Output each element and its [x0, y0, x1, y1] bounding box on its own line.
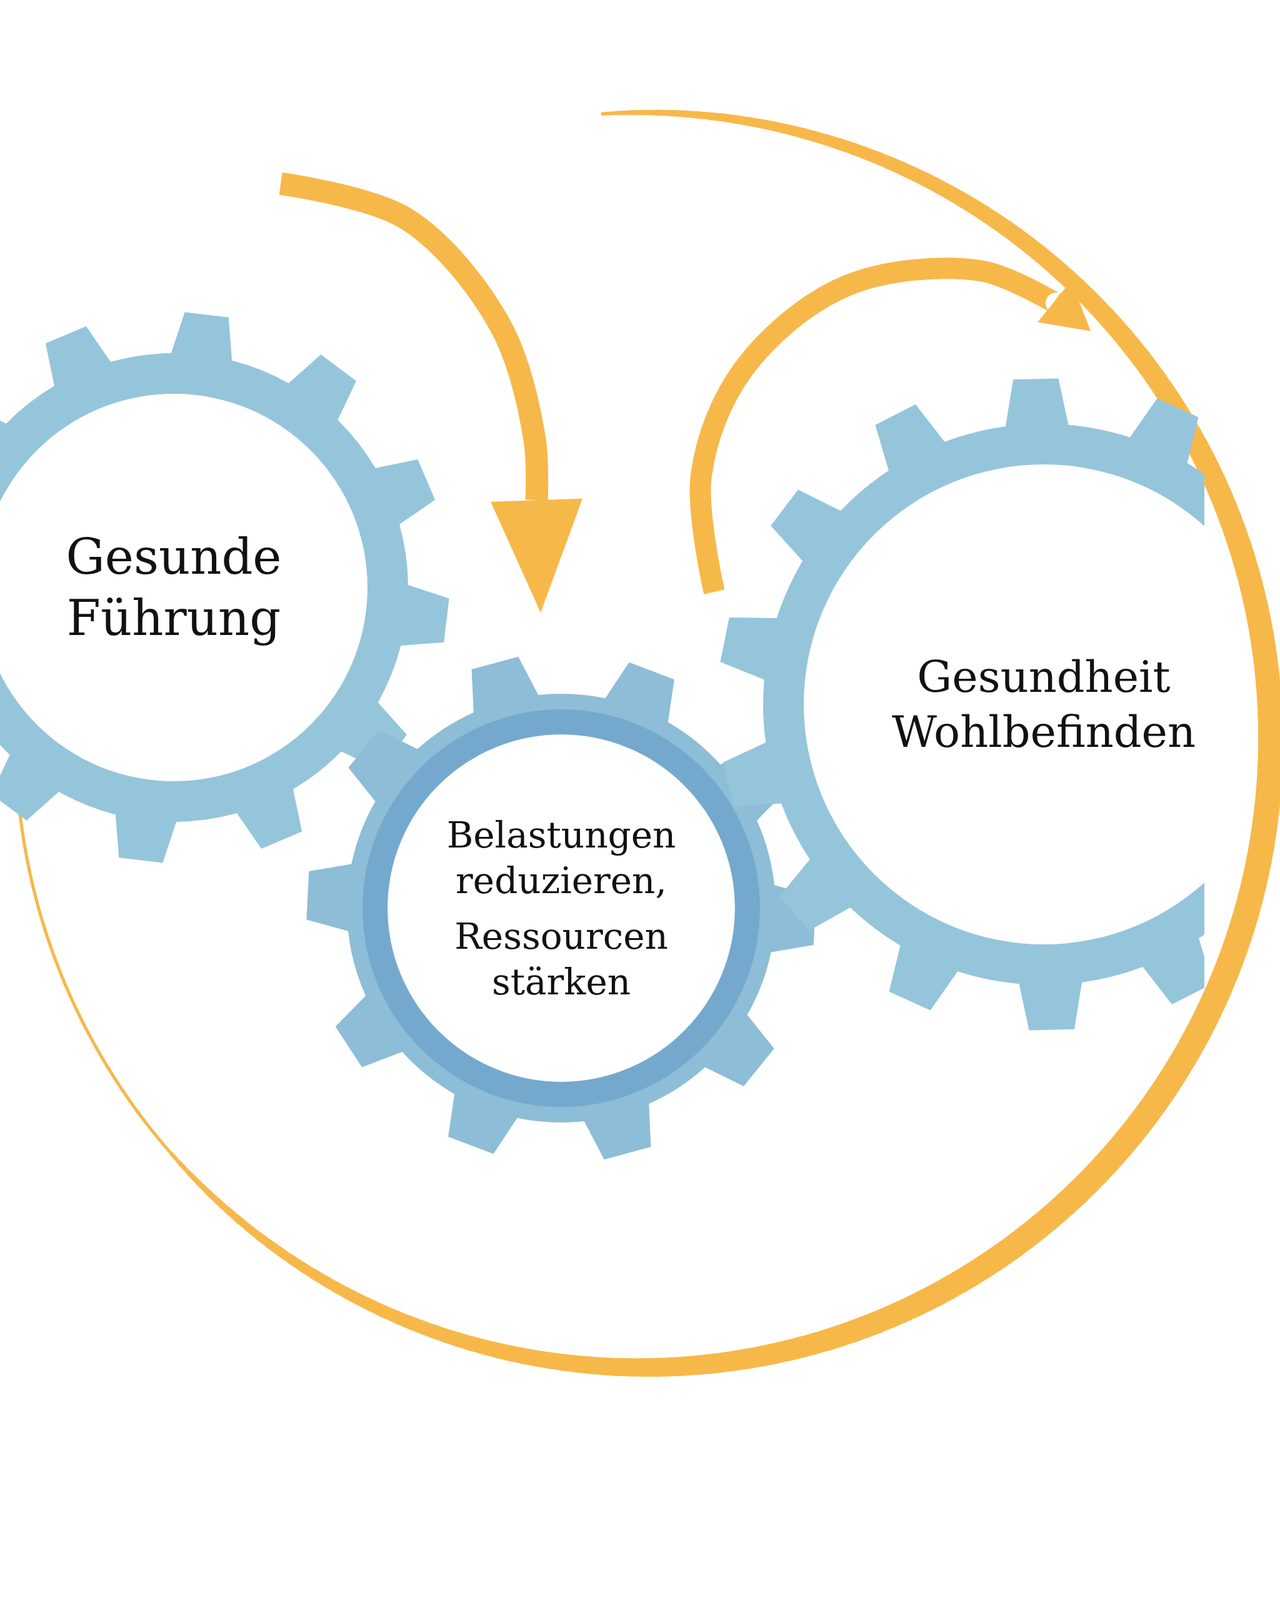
- circle-stroke: [22, 831, 25, 845]
- arrow-head: [1037, 281, 1091, 332]
- gear-label: Belastungen reduzieren,Ressourcen stärke…: [418, 812, 704, 1005]
- circle-stroke: [26, 857, 30, 871]
- gear-shade: [720, 378, 1205, 1031]
- circle-stroke: [42, 922, 47, 935]
- circle-stroke: [153, 1133, 163, 1144]
- gear-node: Belastungen reduzieren,Ressourcen stärke…: [306, 653, 817, 1164]
- gear-label: Gesunde Führung: [0, 526, 349, 649]
- circle-stroke: [60, 972, 65, 985]
- circle-stroke: [24, 844, 27, 858]
- circle-stroke: [145, 1122, 154, 1134]
- circle-stroke: [65, 985, 72, 998]
- circle-stroke: [162, 1143, 172, 1154]
- circle-stroke: [55, 960, 61, 973]
- gear-label: Gesundheit Wohlbefinden: [827, 650, 1260, 760]
- node-text: Belastungen reduzieren,: [418, 812, 704, 904]
- gear-body: [720, 378, 1205, 1031]
- circle-stroke: [76, 1009, 82, 1022]
- circle-stroke: [137, 1111, 146, 1123]
- node-text: Ressourcen stärken: [418, 913, 704, 1005]
- circle-stroke: [70, 996, 77, 1009]
- circle-stroke: [94, 1045, 102, 1057]
- circle-stroke: [130, 1101, 138, 1112]
- circle-stroke: [88, 1033, 95, 1045]
- circle-stroke: [51, 947, 56, 960]
- circle-stroke: [180, 1163, 190, 1174]
- circle-stroke: [108, 1067, 115, 1079]
- gear-node: Gesundheit Wohlbefinden: [717, 378, 1280, 1031]
- arrow-head: [490, 498, 583, 613]
- circle-stroke: [35, 896, 40, 910]
- circle-stroke: [115, 1078, 123, 1090]
- node-text: Gesunde Führung: [0, 526, 349, 649]
- circle-stroke: [46, 935, 52, 948]
- circle-stroke: [171, 1153, 180, 1164]
- gear-body: [306, 656, 816, 1160]
- circle-stroke: [29, 870, 33, 884]
- circle-stroke: [81, 1021, 89, 1034]
- gear-inner-ring: [375, 721, 748, 1095]
- gear-shade: [306, 656, 816, 1160]
- circle-stroke: [32, 883, 36, 897]
- circle-stroke: [38, 909, 43, 922]
- circle-stroke: [122, 1090, 130, 1102]
- circle-stroke: [20, 818, 23, 832]
- circle-stroke: [101, 1056, 109, 1068]
- node-text: Gesundheit Wohlbefinden: [827, 650, 1260, 760]
- gear-shape: [306, 653, 817, 1164]
- gear-shape: [717, 378, 1280, 1031]
